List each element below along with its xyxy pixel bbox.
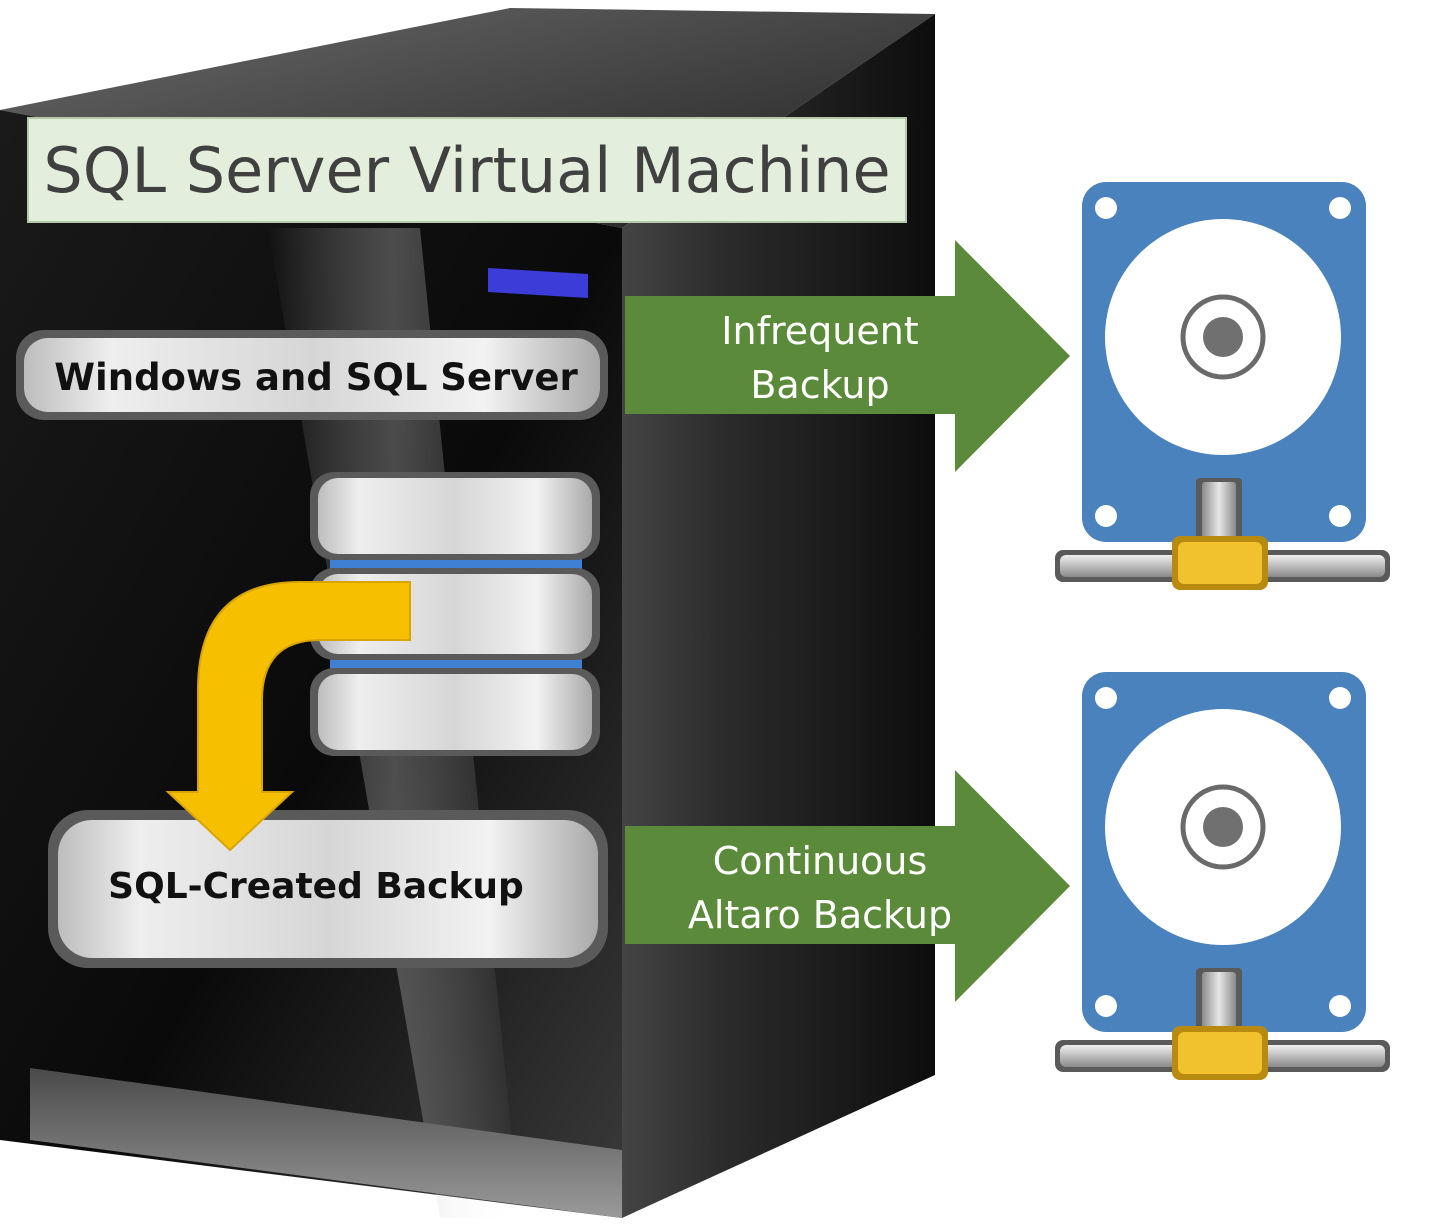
network-drive-icon [1055, 672, 1390, 1080]
continuous-backup-arrow: Continuous Altaro Backup [625, 770, 1070, 1002]
arrow-label-line2: Altaro Backup [688, 893, 952, 937]
arrow-label-line2: Backup [750, 363, 889, 407]
screw [1329, 197, 1351, 219]
title-box: SQL Server Virtual Machine [27, 117, 907, 223]
spindle [1203, 317, 1243, 357]
screw [1095, 197, 1117, 219]
os-panel-label: Windows and SQL Server [54, 356, 578, 399]
os-panel: Windows and SQL Server [16, 330, 608, 420]
screw [1329, 995, 1351, 1017]
arrow-label-line1: Continuous [713, 839, 928, 883]
spindle-ring [1180, 294, 1266, 380]
screw [1329, 505, 1351, 527]
server-base [30, 1068, 622, 1218]
screw [1329, 687, 1351, 709]
right-arrow-icon [625, 240, 1070, 472]
spindle-ring [1180, 784, 1266, 870]
right-arrow-icon [625, 770, 1070, 1002]
spindle [1203, 807, 1243, 847]
infrequent-backup-arrow: Infrequent Backup [625, 240, 1070, 472]
screw [1095, 505, 1117, 527]
curved-arrow-icon [165, 581, 411, 852]
network-drive-icon [1055, 182, 1390, 590]
power-indicator [488, 268, 588, 298]
page-title: SQL Server Virtual Machine [43, 134, 890, 207]
arrow-label-line1: Infrequent [721, 309, 918, 353]
backup-panel-label: SQL-Created Backup [108, 866, 524, 907]
backup-panel: SQL-Created Backup [48, 810, 608, 968]
screw [1095, 687, 1117, 709]
screw [1095, 995, 1117, 1017]
